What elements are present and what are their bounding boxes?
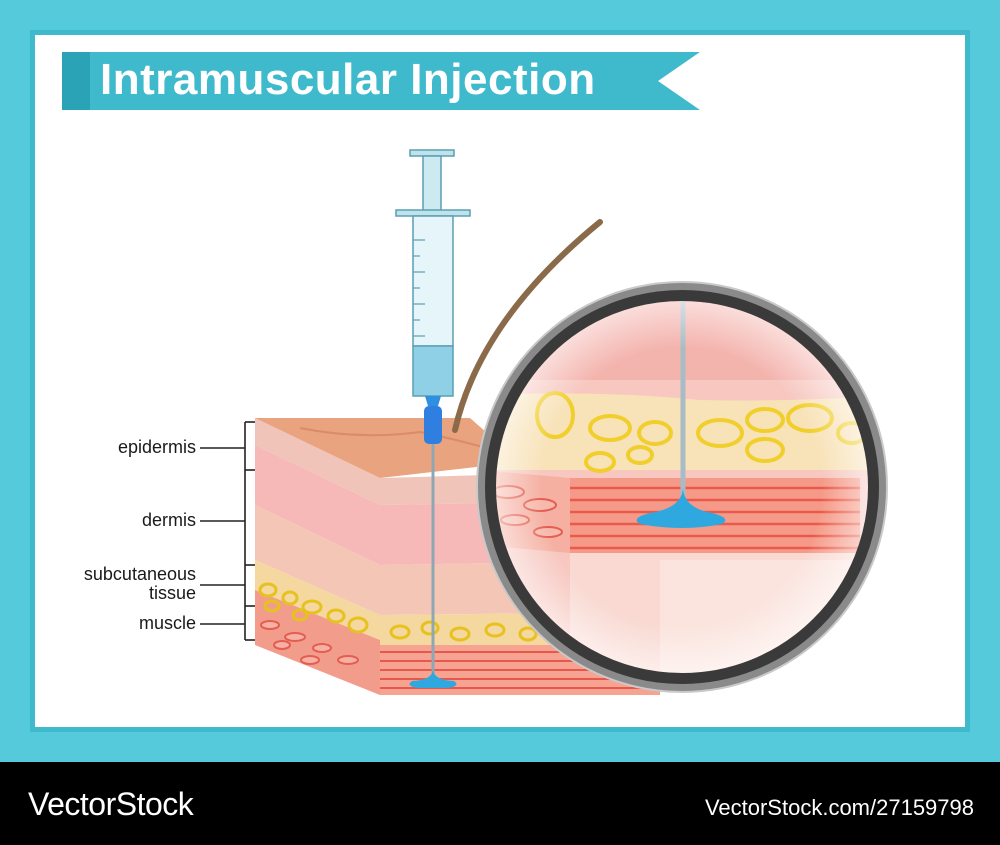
skin-block-side: [255, 418, 380, 695]
label-subcutaneous-line1: subcutaneous: [83, 564, 196, 584]
label-subcutaneous-line2: tissue: [148, 583, 196, 603]
brand-logo: VectorStock: [28, 786, 194, 822]
label-leader-lines: [200, 421, 255, 641]
skin-block-top: [255, 418, 520, 478]
label-subcutaneous: subcutaneous tissue: [40, 565, 196, 603]
syringe-icon: [395, 149, 471, 675]
footer-bar: [0, 762, 1000, 845]
hair-strand: [452, 219, 603, 433]
title-banner: [62, 52, 700, 110]
medication-drop: [409, 670, 457, 688]
source-url: VectorStock.com/27159798: [704, 795, 974, 820]
label-epidermis: epidermis: [117, 437, 196, 457]
label-muscle: muscle: [138, 613, 196, 633]
magnifying-glass-icon: [476, 281, 888, 693]
skin-diagram: [200, 149, 888, 695]
label-dermis: dermis: [141, 510, 196, 530]
page-title: Intramuscular Injection: [100, 55, 596, 104]
